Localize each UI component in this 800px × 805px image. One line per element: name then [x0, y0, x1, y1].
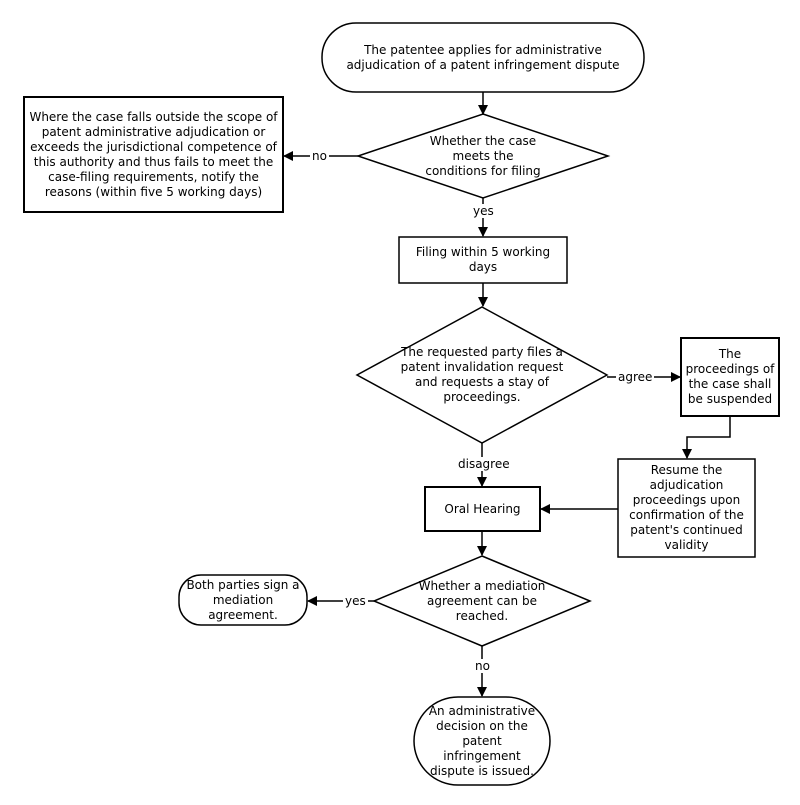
notify-node-shape	[23, 96, 284, 213]
hearing-node-shape	[424, 486, 541, 532]
edge-label-agree: agree	[616, 370, 655, 384]
edge-label-disagree: disagree	[456, 457, 512, 471]
condition-node: Whether the case meets the conditions fo…	[425, 133, 541, 178]
mediation-question-node: Whether a mediation agreement can be rea…	[418, 578, 546, 623]
suspended-node: The proceedings of the case shall be sus…	[685, 347, 775, 406]
invalidation-node: The requested party files a patent inval…	[400, 345, 564, 404]
decision-node-shape	[413, 696, 551, 786]
edge-label-no-decision: no	[473, 659, 492, 673]
filing-node: Filing within 5 working days	[415, 245, 551, 274]
hearing-node: Oral Hearing	[444, 501, 521, 516]
filing-node-shape	[398, 236, 568, 284]
suspended-node-shape	[680, 337, 780, 417]
decision-node: An administrative decision on the patent…	[428, 703, 536, 778]
edge-label-yes-mediation: yes	[343, 594, 368, 608]
edge-suspended-to-resume	[682, 416, 731, 459]
edge-label-yes-filing: yes	[471, 204, 496, 218]
mediation-sign-node: Both parties sign a mediation agreement.	[186, 577, 300, 622]
start-node: The patentee applies for administrative …	[346, 42, 620, 72]
notify-node: Where the case falls outside the scope o…	[29, 109, 278, 199]
resume-node: Resume the adjudication proceedings upon…	[629, 463, 744, 552]
resume-node-shape	[617, 458, 756, 558]
edge-label-no-filing: no	[310, 149, 329, 163]
